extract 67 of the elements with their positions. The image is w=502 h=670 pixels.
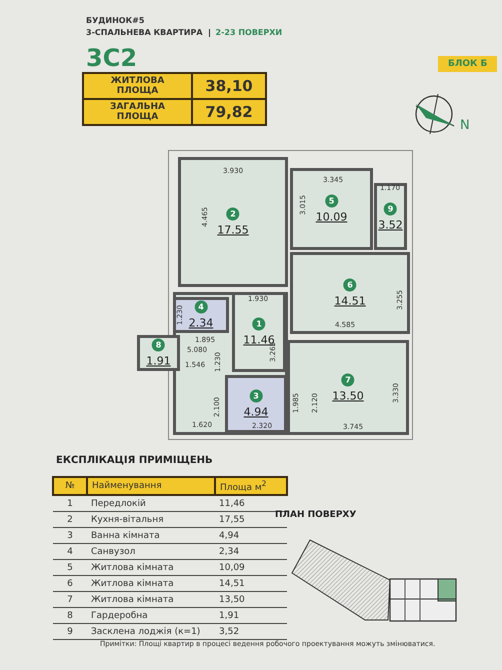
table-cell: Засклена лоджія (к=1) bbox=[87, 624, 215, 640]
north-label: N bbox=[460, 118, 470, 133]
room-number: 8 bbox=[152, 338, 165, 352]
bathroom-floor bbox=[225, 375, 287, 433]
room-number: 3 bbox=[250, 390, 262, 402]
room-number: 7 bbox=[342, 373, 354, 386]
table-cell: Гардеробна bbox=[87, 608, 215, 624]
table-cell: Передлокій bbox=[87, 495, 215, 512]
room-number: 9 bbox=[384, 202, 397, 215]
room-floor bbox=[178, 157, 288, 287]
area-value-cell: 79,82 bbox=[192, 99, 266, 125]
table-cell: Ванна кімната bbox=[87, 528, 215, 544]
room-floor bbox=[232, 292, 286, 372]
area-label: 17.55 bbox=[217, 224, 249, 236]
table-cell: Житлова кімната bbox=[87, 592, 215, 608]
area-label-cell: ЗАГАЛЬНА ПЛОЩА bbox=[83, 99, 192, 125]
table-cell: 4 bbox=[53, 544, 87, 560]
table-cell: 3 bbox=[53, 528, 87, 544]
table-cell: Житлова кімната bbox=[87, 576, 215, 592]
header-cell: Найменування bbox=[87, 477, 215, 495]
room-number: 6 bbox=[344, 278, 356, 292]
room-floor bbox=[290, 168, 373, 250]
section-title: ПЛАН ПОВЕРХУ bbox=[275, 510, 356, 520]
table-cell: 3,52 bbox=[215, 624, 287, 640]
room-number: 1 bbox=[252, 318, 266, 330]
table-cell: 14,51 bbox=[215, 576, 287, 592]
table-cell: Житлова кімната bbox=[87, 560, 215, 576]
area-label: 10.09 bbox=[316, 210, 348, 224]
table-cell: 2 bbox=[53, 512, 87, 528]
table-cell: Санвузол bbox=[87, 544, 215, 560]
room-number: 5 bbox=[325, 194, 338, 208]
bathroom-floor bbox=[173, 297, 229, 333]
apartment-type: 3-СПАЛЬНЕВА КВАРТИРА bbox=[86, 28, 203, 37]
table-cell: 5 bbox=[53, 560, 87, 576]
area-label: 3.52 bbox=[378, 218, 403, 231]
room-floor bbox=[287, 340, 409, 435]
area-label: 4.94 bbox=[244, 406, 268, 418]
area-value-cell: 38,10 bbox=[192, 73, 266, 99]
area-label: 14.51 bbox=[334, 294, 366, 308]
table-cell: 11,46 bbox=[215, 495, 287, 512]
table-cell: 8 bbox=[53, 608, 87, 624]
header-cell: Площа м$^{2}$ bbox=[215, 477, 287, 495]
header-cell: № bbox=[53, 477, 87, 495]
room-number: 4 bbox=[194, 300, 208, 314]
table-cell: 2,34 bbox=[215, 544, 287, 560]
area-label: 13.50 bbox=[332, 389, 364, 402]
room-floor bbox=[290, 252, 410, 334]
table-cell: 4,94 bbox=[215, 528, 287, 544]
table-cell: 1 bbox=[53, 495, 87, 512]
table-cell: Кухня-вітальня bbox=[87, 512, 215, 528]
table-cell: 1,91 bbox=[215, 608, 287, 624]
table-cell: 7 bbox=[53, 592, 87, 608]
room-number: 2 bbox=[226, 208, 240, 220]
table-title: ЕКСПЛІКАЦІЯ ПРИМІЩЕНЬ bbox=[56, 455, 213, 466]
table-cell: 9 bbox=[53, 624, 87, 640]
room-floor bbox=[137, 335, 180, 371]
table-cell: 10,09 bbox=[215, 560, 287, 576]
block-tag: БЛОК Б bbox=[438, 56, 498, 72]
area-label-cell: ЖИТЛОВА ПЛОЩА bbox=[83, 73, 192, 99]
room-floor bbox=[374, 183, 407, 250]
area-label: 1.91 bbox=[146, 354, 171, 368]
building-label: БУДИНОК#5 bbox=[86, 16, 144, 25]
table-cell: 13,50 bbox=[215, 592, 287, 608]
apartment-code: 3С2 bbox=[86, 44, 138, 72]
area-label: 2.34 bbox=[188, 316, 214, 330]
floors-label: 2-23 ПОВЕРХИ bbox=[216, 28, 282, 37]
table-cell: 6 bbox=[53, 576, 87, 592]
